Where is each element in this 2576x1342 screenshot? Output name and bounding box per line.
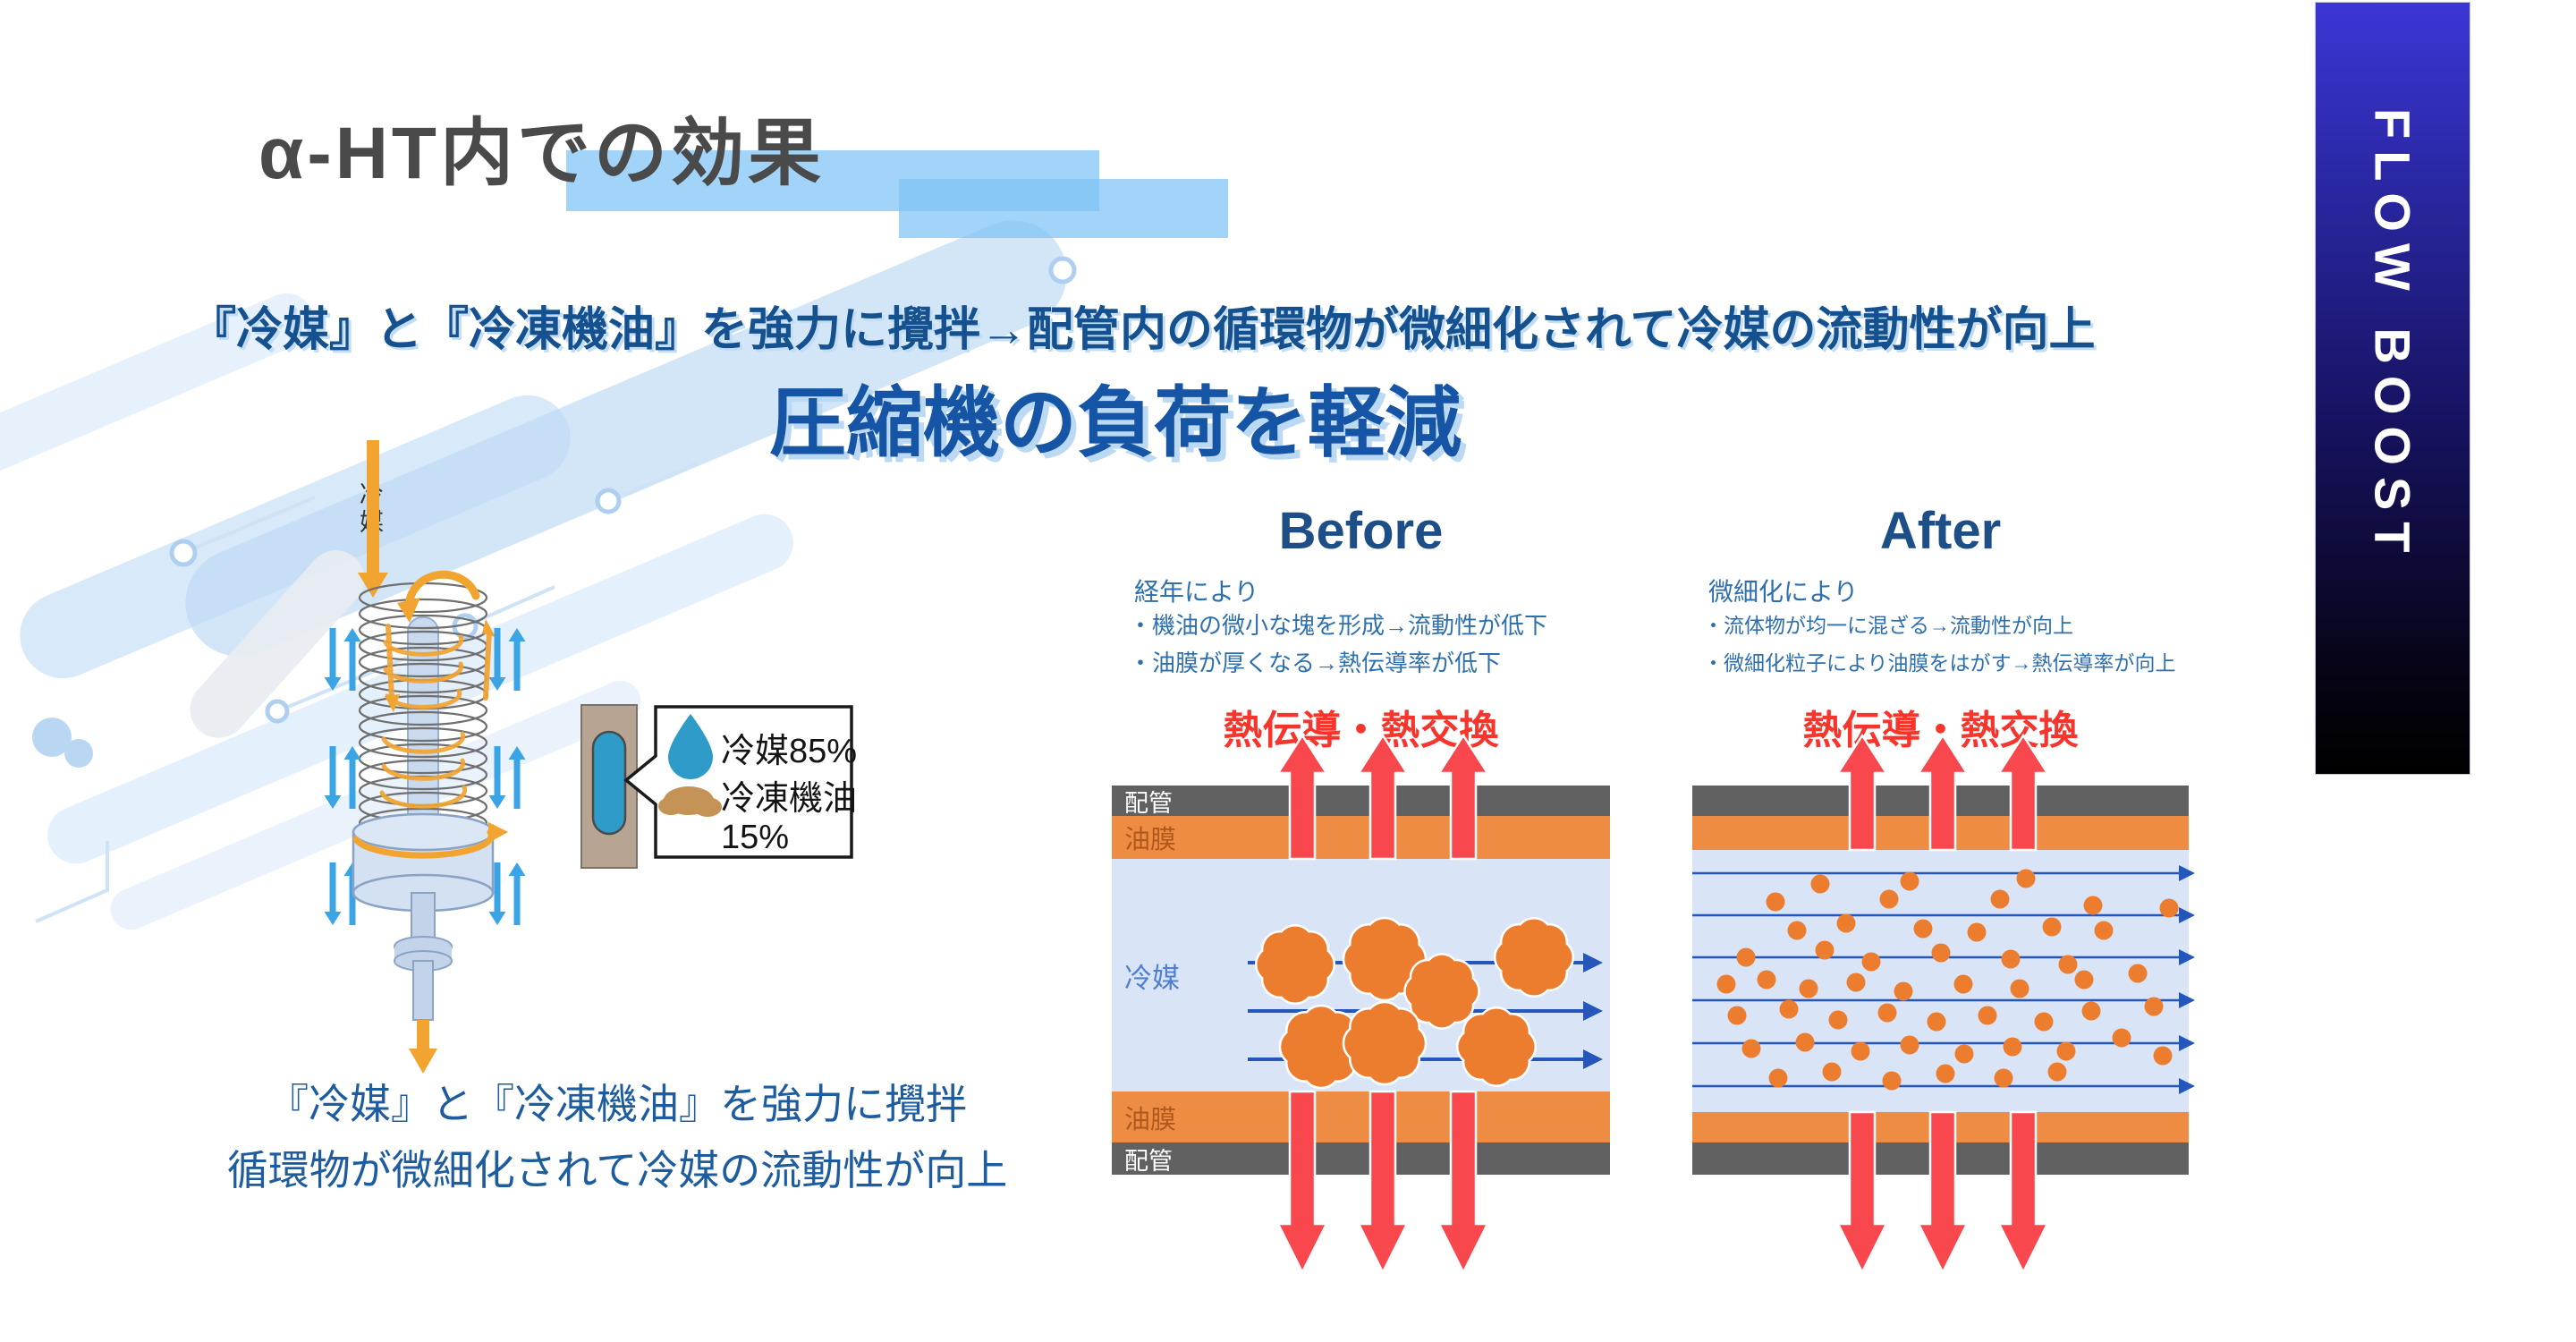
sample-tube [580, 704, 638, 869]
before-refrigerant-label: 冷媒 [1124, 962, 1180, 994]
before-bullet-1: ・機油の微小な塊を形成→流動性が低下 [1129, 612, 1548, 639]
oil-blob-icon [658, 786, 722, 817]
before-pipe-bottom-label: 配管 [1124, 1147, 1173, 1175]
after-refrigerant-band [1692, 850, 2189, 1112]
before-pipe-top-label: 配管 [1124, 789, 1173, 817]
headline-line1: 『冷媒』と『冷凍機油』を強力に攪拌→配管内の循環物が微細化されて冷媒の流動性が向… [190, 304, 2096, 356]
before-oilfilm-top-band: 油膜 [1112, 816, 1610, 859]
outlet-arrow [409, 1020, 437, 1074]
before-intro: 経年により [1134, 578, 1259, 606]
spiral-flow-arrowheads [385, 619, 508, 843]
before-oilfilm-bottom-band: 油膜 [1112, 1091, 1610, 1142]
spiral-flow [352, 624, 495, 859]
agitation-down-arrow [324, 746, 342, 809]
decor-streak [190, 550, 365, 738]
after-bullet-2: ・微細化粒子により油膜をはがす→熱伝導率が向上 [1703, 651, 2176, 675]
mixture-capsule [591, 730, 627, 836]
legend-oil-line2: 15% [721, 819, 789, 856]
decor-streak [110, 680, 641, 930]
before-pipe-top-band: 配管 [1112, 786, 1610, 817]
stirrer-rod [407, 616, 439, 842]
coil-ring [358, 598, 488, 630]
before-bullets: ・機油の微小な塊を形成→流動性が低下 ・油膜が厚くなる→熱伝導率が低下 [1129, 607, 1547, 682]
decor-streak [47, 514, 793, 864]
device-caption-line2: 循環物が微細化されて冷媒の流動性が向上 [226, 1147, 1008, 1193]
coil-spring [358, 582, 488, 839]
page-title: α-HT内での効果 [258, 113, 826, 194]
before-pipe-diagram: 配管 油膜 冷媒 油膜 配管 [1112, 786, 1610, 1175]
coil-ring [358, 614, 488, 646]
coil-ring [358, 694, 488, 726]
top-loop-arrowhead [397, 598, 420, 623]
after-intro: 微細化により [1708, 578, 1859, 606]
stirrer-shaft [394, 892, 453, 1021]
before-oilfilm-top-label: 油膜 [1124, 826, 1177, 854]
mixture-callout-box [623, 705, 853, 859]
coil-ring [358, 630, 488, 662]
flow-boost-label: FLOW BOOST [2364, 108, 2421, 565]
title-accent-bar-2 [899, 179, 1228, 238]
agitation-up-arrow [508, 862, 526, 925]
after-pipe-diagram [1692, 786, 2189, 1175]
agitation-up-arrow [343, 862, 361, 925]
flow-boost-banner: FLOW BOOST [2315, 2, 2470, 775]
coil-ring [358, 710, 488, 743]
before-title: Before [1278, 502, 1444, 560]
after-oilfilm-top-band [1692, 816, 2189, 850]
coil-ring [358, 662, 488, 694]
after-oilfilm-bottom-band [1692, 1112, 2189, 1142]
before-heat-label: 熱伝導・熱交換 [1223, 709, 1499, 752]
agitation-up-arrow [508, 746, 526, 809]
stirrer-drum [352, 812, 508, 913]
agitation-down-arrow [488, 862, 506, 925]
legend-oil-line1: 冷凍機油 [721, 780, 857, 818]
before-refrigerant-band: 冷媒 [1112, 859, 1610, 1091]
legend-refrigerant: 冷媒85% [721, 733, 857, 770]
after-title: After [1879, 502, 2002, 560]
agitation-down-arrow [324, 862, 342, 925]
agitation-down-arrow [488, 628, 506, 691]
stirrer-device: 冷媒85% 冷凍機油 15% [324, 440, 857, 1074]
before-bullet-2: ・油膜が厚くなる→熱伝導率が低下 [1129, 650, 1502, 676]
agitation-up-arrow [508, 628, 526, 691]
before-oilfilm-bottom-label: 油膜 [1124, 1105, 1177, 1134]
agitation-up-arrow [343, 746, 361, 809]
device-inlet-label: 冷媒 [356, 481, 383, 537]
after-heat-label: 熱伝導・熱交換 [1802, 709, 2079, 752]
after-pipe-top-band [1692, 786, 2189, 816]
top-loop-arrow [405, 570, 480, 613]
agitation-down-arrow [488, 746, 506, 809]
coil-ring [358, 726, 488, 759]
coil-ring [358, 807, 488, 839]
coil-ring [358, 775, 488, 807]
before-pipe-bottom-band: 配管 [1112, 1142, 1610, 1175]
coil-ring [358, 743, 488, 775]
agitation-arrows [324, 628, 526, 925]
refrigerant-droplet-icon [668, 714, 713, 779]
agitation-up-arrow [343, 628, 361, 691]
coil-ring [358, 582, 488, 614]
after-bullets: ・流体物が均一に混ざる→流動性が向上 ・微細化粒子により油膜をはがす→熱伝導率が… [1703, 607, 2176, 682]
coil-ring [358, 791, 488, 823]
device-caption-line1: 『冷媒』と『冷凍機油』を強力に攪拌 [267, 1081, 967, 1127]
headline-line2: 圧縮機の負荷を軽減 [769, 380, 1462, 466]
after-pipe-bottom-band [1692, 1142, 2189, 1175]
coil-ring [358, 759, 488, 791]
coil-ring [358, 646, 488, 678]
after-bullet-1: ・流体物が均一に混ざる→流動性が向上 [1703, 614, 2073, 637]
agitation-down-arrow [324, 628, 342, 691]
coil-ring [358, 678, 488, 710]
